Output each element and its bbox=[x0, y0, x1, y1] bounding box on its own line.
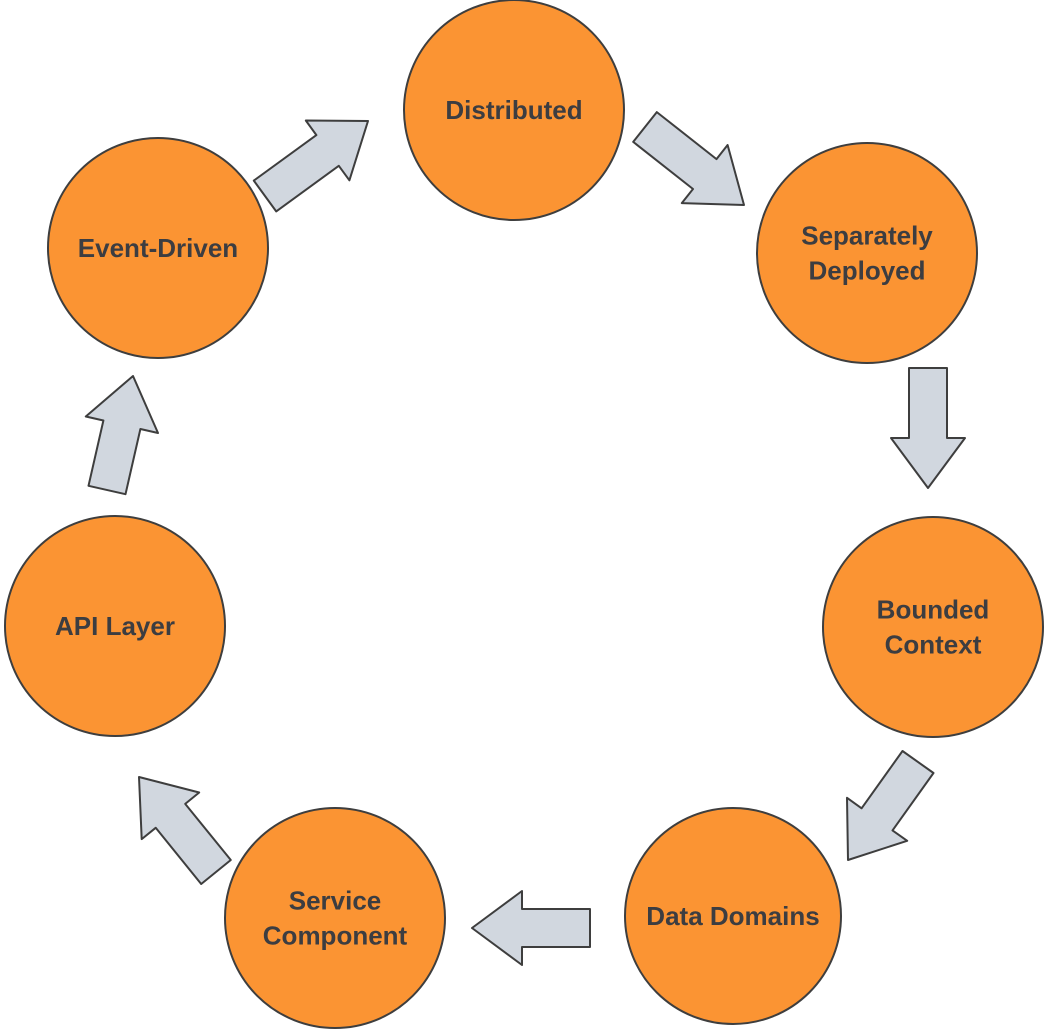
node-label: API Layer bbox=[55, 611, 175, 641]
node-label-line: Component bbox=[263, 921, 408, 951]
node-circle bbox=[624, 807, 842, 1025]
node-circle bbox=[4, 515, 226, 737]
arrow-event-driven-to-distributed bbox=[252, 119, 369, 213]
node-circle bbox=[224, 807, 446, 1029]
node-label: Distributed bbox=[445, 95, 582, 125]
node-data-domains: Data Domains bbox=[624, 807, 842, 1025]
node-label: Event-Driven bbox=[78, 233, 238, 263]
arrow-api-layer-to-event-driven bbox=[84, 375, 159, 496]
node-label: Data Domains bbox=[646, 901, 819, 931]
arrow-data-domains-to-service-component bbox=[471, 890, 591, 966]
node-circle bbox=[822, 516, 1044, 738]
node-circle bbox=[756, 142, 978, 364]
arrow-bounded-context-to-data-domains bbox=[846, 750, 935, 861]
node-label-line: Distributed bbox=[445, 95, 582, 125]
node-label-line: Data Domains bbox=[646, 901, 819, 931]
node-label-line: Deployed bbox=[808, 256, 925, 286]
node-circle bbox=[47, 137, 269, 359]
node-event-driven: Event-Driven bbox=[47, 137, 269, 359]
node-label-line: Event-Driven bbox=[78, 233, 238, 263]
node-label-line: Bounded bbox=[877, 595, 990, 625]
node-label-line: Context bbox=[885, 630, 982, 660]
arrow-separately-deployed-to-bounded-context bbox=[890, 367, 966, 489]
arrow-distributed-to-separately-deployed bbox=[632, 111, 745, 206]
node-label-line: API Layer bbox=[55, 611, 175, 641]
arrows-layer bbox=[84, 111, 966, 966]
arrow-service-component-to-api-layer bbox=[138, 776, 232, 885]
node-label-line: Service bbox=[289, 886, 382, 916]
node-circle bbox=[403, 0, 625, 221]
node-label-line: Separately bbox=[801, 221, 933, 251]
node-distributed: Distributed bbox=[403, 0, 625, 221]
node-api-layer: API Layer bbox=[4, 515, 226, 737]
